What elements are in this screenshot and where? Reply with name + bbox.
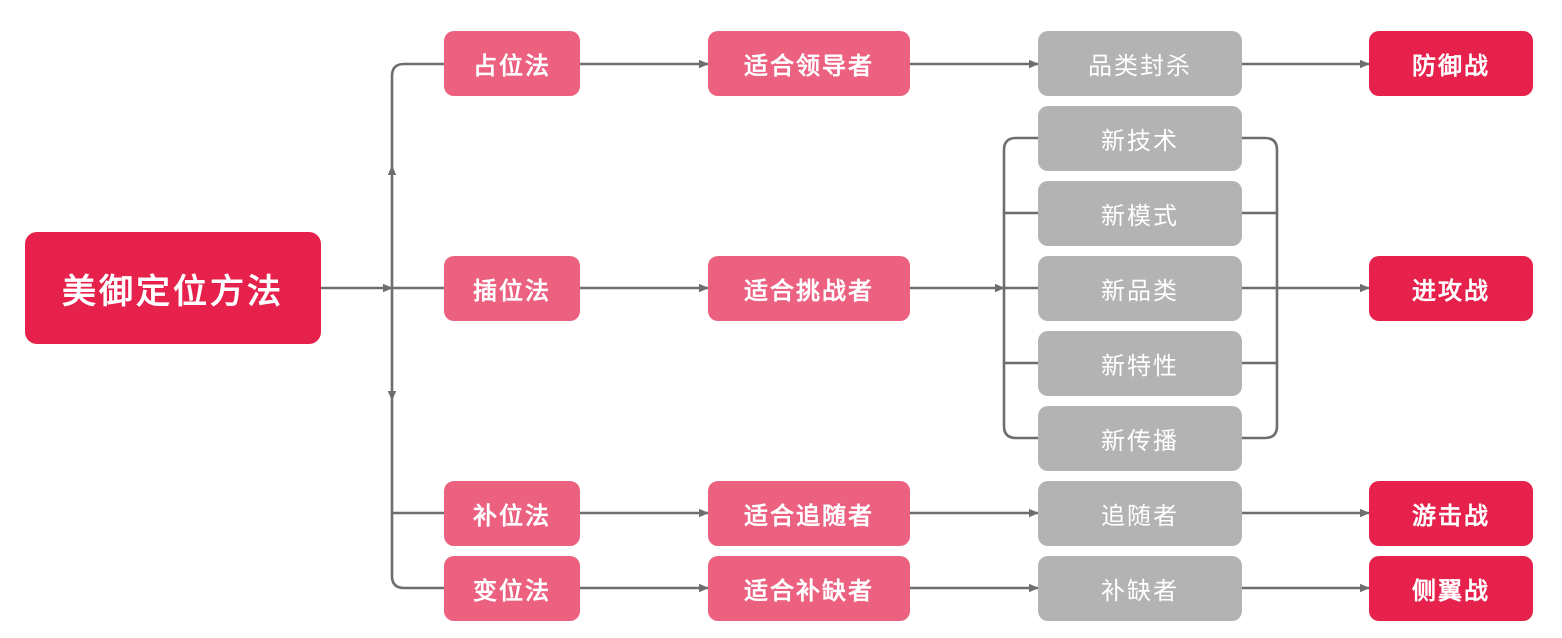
node-label: 侧翼战 — [1412, 578, 1490, 605]
node-method-zhanweifa[interactable]: 占位法 — [444, 31, 580, 96]
node-label: 品类封杀 — [1088, 53, 1192, 80]
node-label: 补缺者 — [1101, 578, 1179, 605]
node-tactic-xinchuanbo[interactable]: 新传播 — [1038, 406, 1242, 471]
node-label: 新传播 — [1101, 428, 1179, 455]
node-tactic-zhuisuizhe[interactable]: 追随者 — [1038, 481, 1242, 546]
node-suited-follower[interactable]: 适合追随者 — [708, 481, 910, 546]
node-label: 插位法 — [473, 278, 551, 305]
bracket-right — [1242, 136, 1279, 440]
node-label: 防御战 — [1412, 53, 1490, 80]
node-tactic-xinpinlei[interactable]: 新品类 — [1038, 256, 1242, 321]
node-label: 适合挑战者 — [744, 278, 874, 305]
node-label: 追随者 — [1101, 503, 1179, 530]
wire-trunk-top — [390, 62, 444, 166]
node-label: 变位法 — [473, 578, 551, 605]
node-war-ceyizhan[interactable]: 侧翼战 — [1369, 556, 1533, 621]
node-war-fangyuzhan[interactable]: 防御战 — [1369, 31, 1533, 96]
node-label: 新特性 — [1101, 353, 1179, 380]
node-war-jingongzhan[interactable]: 进攻战 — [1369, 256, 1533, 321]
node-root-label: 美御定位方法 — [62, 272, 284, 311]
wire-trunk-bottom — [390, 400, 444, 590]
node-label: 适合补缺者 — [744, 578, 874, 605]
node-method-bianweifa[interactable]: 变位法 — [444, 556, 580, 621]
node-tactic-buquezhe[interactable]: 补缺者 — [1038, 556, 1242, 621]
node-tactic-xinmoshi[interactable]: 新模式 — [1038, 181, 1242, 246]
node-label: 进攻战 — [1412, 278, 1490, 305]
node-label: 新模式 — [1101, 203, 1179, 230]
bracket-left — [1002, 136, 1038, 440]
node-war-youjizhan[interactable]: 游击战 — [1369, 481, 1533, 546]
node-label: 新技术 — [1101, 128, 1179, 155]
node-method-chaweifa[interactable]: 插位法 — [444, 256, 580, 321]
node-label: 游击战 — [1412, 503, 1490, 530]
node-tactic-xintexing[interactable]: 新特性 — [1038, 331, 1242, 396]
node-suited-nicher[interactable]: 适合补缺者 — [708, 556, 910, 621]
node-suited-challenger[interactable]: 适合挑战者 — [708, 256, 910, 321]
node-label: 新品类 — [1101, 278, 1179, 305]
node-label: 补位法 — [473, 503, 551, 530]
node-tactic-pinleifengsha[interactable]: 品类封杀 — [1038, 31, 1242, 96]
node-label: 适合追随者 — [744, 503, 874, 530]
node-label: 适合领导者 — [744, 53, 874, 80]
node-label: 占位法 — [473, 53, 551, 80]
node-root[interactable]: 美御定位方法 — [25, 232, 321, 344]
node-suited-leader[interactable]: 适合领导者 — [708, 31, 910, 96]
node-method-buweifa[interactable]: 补位法 — [444, 481, 580, 546]
node-tactic-xinjishu[interactable]: 新技术 — [1038, 106, 1242, 171]
